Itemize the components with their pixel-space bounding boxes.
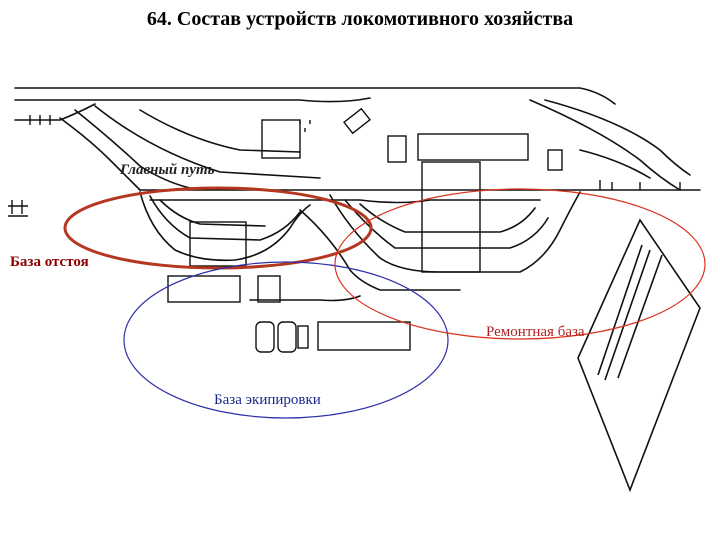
repair-wing-track-3 <box>597 244 643 376</box>
storage-zone-ellipse <box>63 186 373 270</box>
dotted-hatch <box>299 120 311 132</box>
tank-2 <box>277 321 297 353</box>
building-main-depot <box>417 133 529 161</box>
track-right-2 <box>344 199 549 249</box>
track-yard-1 <box>139 191 311 262</box>
track-right-3 <box>359 203 536 233</box>
tank-1 <box>255 321 275 353</box>
track-diag-4 <box>139 109 301 153</box>
page-title: 64. Состав устройств локомотивного хозяй… <box>146 8 574 30</box>
building-long-store <box>167 275 241 303</box>
repair-wing-track-2 <box>617 254 663 379</box>
repair-wing-outline <box>577 218 701 493</box>
track-diag-1 <box>59 117 141 191</box>
track-yard-2 <box>149 195 301 241</box>
track-top <box>14 87 616 105</box>
track-diag-2 <box>74 109 191 189</box>
track-left-stub <box>14 103 96 121</box>
building-office-small <box>387 135 407 163</box>
building-sand-store <box>261 119 301 159</box>
signal-right-1 <box>599 180 681 190</box>
building-servicing-hall <box>317 321 411 351</box>
track-top-2 <box>14 97 371 103</box>
building-diag-1 <box>343 107 371 135</box>
storage-base-label: База отстоя <box>10 254 89 270</box>
building-repair-shop <box>421 161 481 273</box>
repair-wing-track-1 <box>604 249 651 381</box>
track-diag-3 <box>94 105 321 179</box>
servicing-zone-ellipse <box>123 261 449 419</box>
track-main-2 <box>149 199 541 204</box>
repair-base-label: Ремонтная база <box>486 324 585 340</box>
main-track-label: Главный путь <box>120 162 215 178</box>
repair-zone-ellipse <box>334 188 706 340</box>
track-yard-3 <box>159 199 266 227</box>
track-fan-1 <box>529 99 681 191</box>
tank-3 <box>297 325 309 349</box>
track-lower-link <box>249 295 361 302</box>
building-ramp <box>547 149 563 171</box>
track-fan-2 <box>544 99 691 176</box>
building-small-shed <box>257 275 281 303</box>
signal-left-1 <box>8 200 28 214</box>
building-fuel-house <box>189 221 247 267</box>
track-right-4 <box>299 209 461 291</box>
track-fan-3 <box>579 149 651 179</box>
servicing-base-label: База экипировки <box>214 392 321 408</box>
track-ticks-left <box>29 115 51 125</box>
